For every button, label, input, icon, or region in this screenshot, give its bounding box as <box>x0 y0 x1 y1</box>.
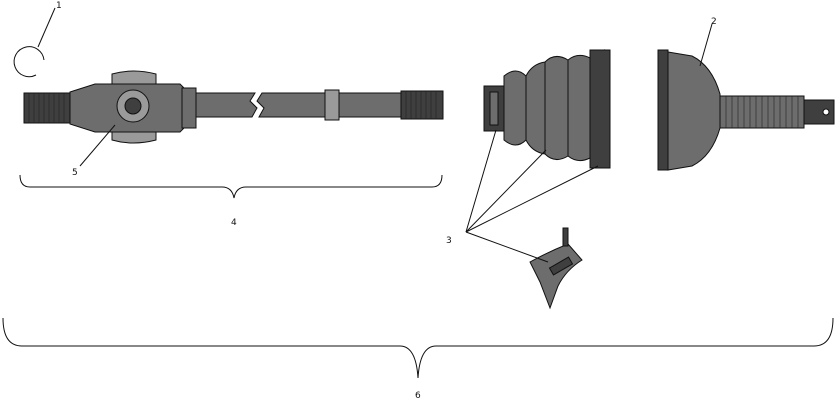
spline-teeth-left <box>28 93 65 123</box>
callout-1: 1 <box>56 1 62 11</box>
leader-line-3b <box>465 149 547 233</box>
yoke-lug-top <box>111 70 157 85</box>
spline-teeth-right <box>405 91 437 119</box>
callout-4: 4 <box>231 218 237 228</box>
cv-boot <box>483 49 611 169</box>
circlip-ring <box>13 46 45 78</box>
callout-3: 3 <box>446 236 452 246</box>
bracket-6 <box>2 317 834 379</box>
splined-stub-left <box>23 92 73 124</box>
callout-6: 6 <box>415 391 421 400</box>
outer-cv-joint <box>657 49 835 171</box>
bearing-cap-inner <box>124 97 142 115</box>
boot-small-collar-ring <box>489 91 499 126</box>
leader-line-3a <box>465 129 497 233</box>
yoke-lug-bottom <box>111 131 157 144</box>
inner-shaft-assembly <box>23 70 444 144</box>
callout-2: 2 <box>711 17 717 27</box>
cv-housing-rim <box>657 49 669 171</box>
cv-housing-bell <box>667 51 721 171</box>
boot-large-collar <box>589 49 611 169</box>
boot-clamp-tool <box>529 227 583 310</box>
leader-line-3d <box>465 231 549 263</box>
clamp-tool-slot <box>548 256 574 276</box>
shaft-tube-left <box>195 92 258 118</box>
bracket-4 <box>19 174 443 199</box>
stub-axle-cotter-hole <box>822 108 830 116</box>
yoke-flange <box>181 87 197 129</box>
stub-axle-splines <box>725 96 799 128</box>
leader-line-1 <box>37 7 56 48</box>
leader-line-3c <box>465 165 599 233</box>
leader-line-2 <box>699 23 713 67</box>
shaft-collar <box>324 89 340 121</box>
clamp-tool-band <box>562 227 569 247</box>
splined-stub-right <box>400 90 444 120</box>
boot-bellows <box>503 49 605 167</box>
leader-line-5 <box>79 124 116 167</box>
shaft-tube-end <box>338 92 402 118</box>
shaft-tube-right <box>256 92 326 118</box>
callout-5: 5 <box>72 168 78 178</box>
clamp-tool-body <box>529 243 583 310</box>
